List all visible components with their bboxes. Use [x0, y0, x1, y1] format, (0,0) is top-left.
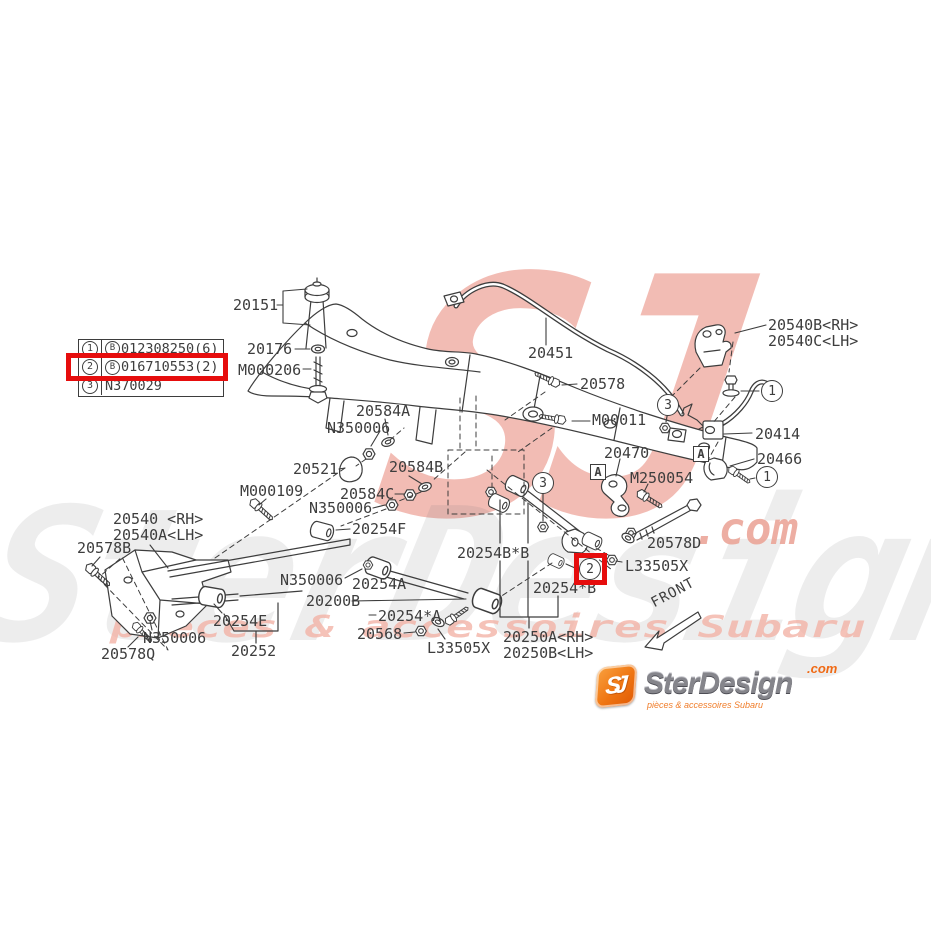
logo-monogram: SJ	[604, 671, 622, 701]
legend-code-1: 012308250(6)	[121, 340, 219, 357]
stabilizer-link-drawing	[600, 474, 702, 546]
part-label-20451: 20451	[528, 344, 574, 362]
callout-3-center: 3	[532, 472, 554, 494]
part-label-20540CLH: 20540C<LH>	[768, 332, 859, 350]
legend-code-2: 016710553(2)	[121, 359, 219, 376]
logo-tld: .com	[807, 661, 838, 676]
part-label-20521: 20521	[293, 460, 339, 478]
part-label-20584B: 20584B	[389, 458, 444, 476]
callout-A-right: A	[693, 446, 709, 462]
legend-code-3: N370029	[105, 377, 162, 394]
construction-lines	[97, 341, 736, 651]
part-label-20151: 20151	[233, 296, 279, 314]
stabilizer-bracket-drawing	[694, 324, 753, 487]
part-label-20578B: 20578B	[77, 539, 132, 557]
crossmember-drawing	[247, 277, 758, 471]
stabilizer-bar-drawing	[443, 281, 774, 443]
trailing-arm-drawing	[82, 519, 351, 645]
reference-bracket-lines	[223, 499, 559, 644]
callout-3-top: 3	[657, 394, 679, 416]
part-label-20578: 20578	[580, 375, 626, 393]
leader-lines	[91, 288, 767, 648]
legend-row-3: 3 N370029	[79, 376, 223, 396]
front-arrow	[644, 611, 702, 651]
lower-lateral-link-drawing	[362, 554, 505, 637]
part-label-M000109: M000109	[240, 482, 304, 500]
part-label-N350006-b: N350006	[309, 499, 373, 517]
part-label-20578D: 20578D	[647, 534, 702, 552]
sterdesign-emblem-icon: SJ	[594, 663, 638, 709]
part-label-M250054: M250054	[630, 469, 694, 487]
part-label-M000206: M000206	[238, 361, 302, 379]
part-label-20250BLH: 20250B<LH>	[503, 644, 594, 662]
part-label-L33505X-a: L33505X	[427, 639, 491, 657]
part-label-L33505X-b: L33505X	[625, 557, 689, 575]
part-label-20584C: 20584C	[340, 485, 395, 503]
callout-1-bottom: 1	[756, 466, 778, 488]
part-label-20200B: 20200B	[306, 592, 361, 610]
part-label-20252: 20252	[231, 642, 277, 660]
highlight-box-callout-2	[574, 553, 607, 585]
part-label-20568: 20568	[357, 625, 403, 643]
part-label-20254E: 20254E	[213, 612, 268, 630]
part-label-N350006-d: N350006	[143, 629, 207, 647]
part-label-20254A: 20254A	[352, 575, 407, 593]
part-label-20254sA: 20254*A	[378, 607, 442, 625]
logo-name: SterDesign	[644, 667, 793, 700]
part-label-20250ARH: 20250A<RH>	[503, 628, 594, 646]
legend-num-2: 2	[82, 359, 98, 376]
part-label-20176: 20176	[247, 340, 293, 358]
part-label-20466: 20466	[757, 450, 803, 468]
center-fastener-chain	[247, 435, 434, 524]
sterdesign-logo: SJ SterDesign .com pièces & accessoires …	[594, 661, 854, 721]
part-label-20470: 20470	[604, 444, 650, 462]
callout-1-top: 1	[761, 380, 783, 402]
callout-A-left: A	[590, 464, 606, 480]
part-label-20540BRH: 20540B<RH>	[768, 316, 859, 334]
part-label-20578Q: 20578Q	[101, 645, 156, 663]
part-label-20414: 20414	[755, 425, 801, 443]
part-label-M00011: M00011	[592, 411, 647, 429]
legend-b-icon: B	[105, 359, 120, 375]
logo-tagline: pièces & accessoires Subaru	[647, 700, 764, 710]
highlight-box-legend-row	[66, 353, 228, 381]
part-label-20584A: 20584A	[356, 402, 411, 420]
part-label-20254F: 20254F	[352, 520, 407, 538]
fastener-drawings-top	[308, 344, 568, 426]
part-label-N350006-c: N350006	[280, 571, 344, 589]
part-label-20540ALH: 20540A<LH>	[113, 526, 204, 544]
part-label-20254BsB: 20254B*B	[457, 544, 530, 562]
part-label-20540RH: 20540 <RH>	[113, 510, 204, 528]
part-label-N350006-a: N350006	[327, 419, 391, 437]
callout-2-highlighted: 2	[579, 558, 601, 580]
